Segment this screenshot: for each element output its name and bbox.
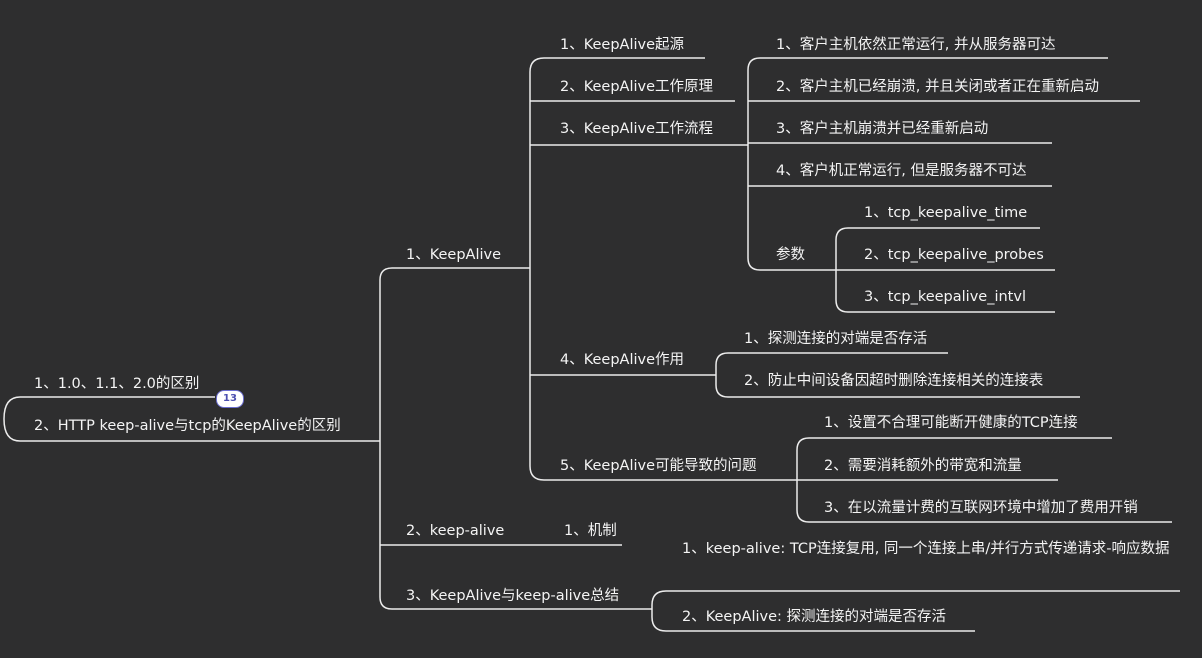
summary-bracket	[651, 590, 667, 632]
param-item-2[interactable]: 2、tcp_keepalive_probes	[864, 247, 1044, 263]
param-item-3[interactable]: 3、tcp_keepalive_intvl	[864, 289, 1026, 305]
flow-item-2[interactable]: 2、客户主机已经崩溃, 并且关闭或者正在重新启动	[776, 79, 1099, 95]
flow-item-4[interactable]: 4、客户机正常运行, 但是服务器不可达	[776, 163, 1027, 179]
topic-origin[interactable]: 1、KeepAlive起源	[560, 37, 685, 53]
role-item-1[interactable]: 1、探测连接的对端是否存活	[744, 331, 928, 347]
topic-keep-alive[interactable]: 2、keep-alive	[406, 523, 505, 539]
collapsed-count-badge[interactable]: 13	[216, 390, 244, 408]
root-topic-versions[interactable]: 1、1.0、1.1、2.0的区别	[34, 376, 200, 392]
role-item-2[interactable]: 2、防止中间设备因超时删除连接相关的连接表	[744, 373, 1044, 389]
root-bracket	[3, 396, 21, 442]
topic-params[interactable]: 参数	[776, 247, 805, 263]
level1-bracket	[379, 267, 393, 610]
role-bracket	[715, 352, 729, 398]
topic-flow[interactable]: 3、KeepAlive工作流程	[560, 121, 714, 137]
topic-problems[interactable]: 5、KeepAlive可能导致的问题	[560, 458, 757, 474]
flow-item-1[interactable]: 1、客户主机依然正常运行, 并从服务器可达	[776, 37, 1056, 53]
problem-item-3[interactable]: 3、在以流量计费的互联网环境中增加了费用开销	[824, 500, 1138, 516]
flow-item-3[interactable]: 3、客户主机崩溃并已经重新启动	[776, 121, 989, 137]
keepalive-bracket	[529, 57, 545, 481]
problem-item-1[interactable]: 1、设置不合理可能断开健康的TCP连接	[824, 415, 1078, 431]
topic-role[interactable]: 4、KeepAlive作用	[560, 352, 685, 368]
root-topic-diff[interactable]: 2、HTTP keep-alive与tcp的KeepAlive的区别	[34, 418, 341, 434]
summary-item-1[interactable]: 1、keep-alive: TCP连接复用, 同一个连接上串/并行方式传递请求-…	[682, 541, 1170, 557]
flow-bracket	[747, 57, 761, 271]
summary-item-2[interactable]: 2、KeepAlive: 探测连接的对端是否存活	[682, 609, 947, 625]
problem-item-2[interactable]: 2、需要消耗额外的带宽和流量	[824, 458, 1022, 474]
topic-mechanism[interactable]: 1、机制	[564, 523, 617, 539]
topic-principle[interactable]: 2、KeepAlive工作原理	[560, 79, 714, 95]
param-item-1[interactable]: 1、tcp_keepalive_time	[864, 205, 1028, 221]
topic-keepalive[interactable]: 1、KeepAlive	[406, 247, 502, 263]
topic-summary[interactable]: 3、KeepAlive与keep-alive总结	[406, 588, 620, 604]
